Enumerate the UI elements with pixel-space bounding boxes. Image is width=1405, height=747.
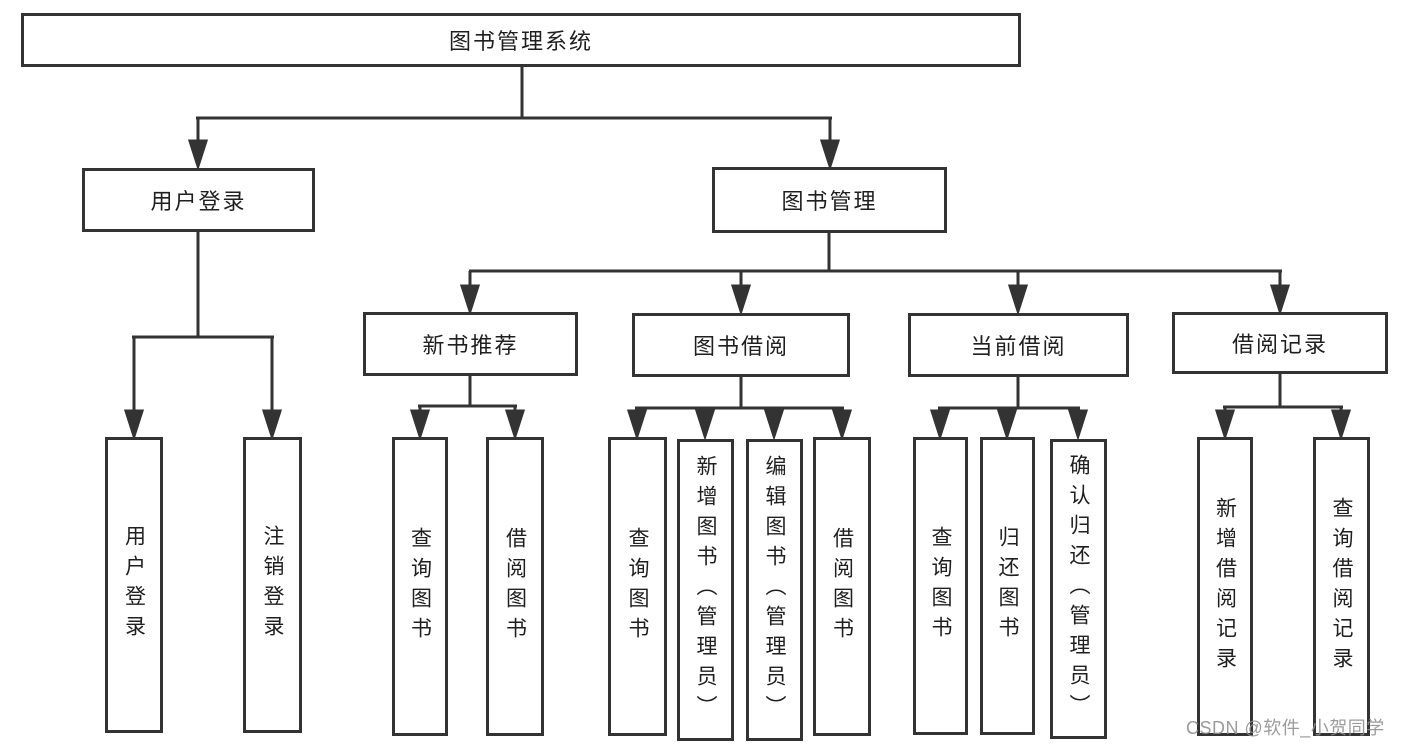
- leaf-add-book-admin: 新增图书（管理员）: [677, 439, 734, 741]
- connector-new-rec-to-leaves: [409, 376, 526, 441]
- node-current-borrow: 当前借阅: [908, 313, 1129, 377]
- connector-borrow-to-leaves: [626, 377, 853, 441]
- node-label: 借阅记录: [1231, 332, 1328, 357]
- arrow-down-icon: [123, 409, 145, 441]
- node-label: 当前借阅: [970, 334, 1067, 359]
- connector-root-to-level2: [187, 67, 841, 171]
- arrow-down-icon: [261, 409, 283, 441]
- leaf-label: 新增图书（管理员）: [694, 455, 717, 725]
- node-label: 用户登录: [150, 189, 247, 214]
- arrow-down-icon: [763, 409, 785, 441]
- leaf-label: 查询图书: [626, 526, 649, 647]
- leaf-label: 注销登录: [261, 525, 284, 645]
- connector-current-to-leaves: [929, 377, 1089, 441]
- leaf-label: 查询图书: [929, 526, 952, 646]
- node-label: 图书管理: [781, 189, 878, 214]
- node-label: 图书管理系统: [448, 29, 593, 54]
- leaf-query-borrow-record: 查询借阅记录: [1313, 437, 1370, 736]
- connector-records-to-leaves: [1214, 374, 1352, 441]
- node-book-borrow: 图书借阅: [632, 313, 850, 377]
- leaf-label: 编辑图书（管理员）: [763, 455, 786, 725]
- connector-user-login-to-leaves: [123, 232, 283, 441]
- leaf-query-books-current: 查询图书: [913, 437, 968, 735]
- leaf-label: 归还图书: [996, 526, 1019, 646]
- leaf-return-books: 归还图书: [980, 437, 1035, 735]
- leaf-edit-book-admin: 编辑图书（管理员）: [746, 439, 803, 741]
- node-label: 新书推荐: [422, 333, 519, 358]
- node-root-system: 图书管理系统: [21, 13, 1021, 67]
- node-label: 图书借阅: [692, 334, 789, 359]
- arrow-down-icon: [409, 409, 431, 441]
- leaf-query-books-borrow: 查询图书: [608, 437, 667, 736]
- arrow-down-icon: [1214, 409, 1236, 441]
- arrow-down-icon: [730, 284, 752, 316]
- arrow-down-icon: [996, 409, 1018, 441]
- leaf-confirm-return-admin: 确认归还（管理员）: [1050, 439, 1107, 739]
- arrow-down-icon: [1007, 284, 1029, 316]
- leaf-label: 确认归还（管理员）: [1067, 454, 1090, 724]
- arrow-down-icon: [504, 409, 526, 441]
- leaf-label: 用户登录: [122, 525, 146, 645]
- csdn-watermark: CSDN @软件_小贺同学: [1186, 718, 1385, 738]
- leaf-user-login: 用户登录: [105, 437, 163, 733]
- leaf-query-books-recommend: 查询图书: [392, 437, 448, 736]
- leaf-label: 借阅图书: [830, 526, 854, 647]
- node-user-login: 用户登录: [82, 168, 315, 232]
- node-book-management: 图书管理: [712, 167, 947, 233]
- leaf-add-borrow-record: 新增借阅记录: [1197, 437, 1253, 736]
- node-borrow-records: 借阅记录: [1172, 312, 1388, 374]
- arrow-down-icon: [819, 139, 841, 171]
- arrow-down-icon: [1269, 284, 1291, 316]
- leaf-borrow-books: 借阅图书: [813, 437, 871, 736]
- arrow-down-icon: [831, 409, 853, 441]
- arrow-down-icon: [626, 409, 648, 441]
- arrow-down-icon: [459, 284, 481, 316]
- leaf-label: 新增借阅记录: [1213, 496, 1237, 677]
- connector-book-mgmt-to-level3: [459, 233, 1291, 316]
- arrow-down-icon: [187, 139, 209, 171]
- leaf-label: 借阅图书: [503, 526, 527, 647]
- leaf-logout: 注销登录: [243, 437, 302, 733]
- arrow-down-icon: [694, 409, 716, 441]
- node-new-book-recommend: 新书推荐: [363, 312, 578, 376]
- arrow-down-icon: [1067, 409, 1089, 441]
- arrow-down-icon: [1330, 409, 1352, 441]
- leaf-label: 查询图书: [408, 526, 432, 647]
- arrow-down-icon: [929, 409, 951, 441]
- leaf-borrow-books-recommend: 借阅图书: [486, 437, 544, 736]
- leaf-label: 查询借阅记录: [1330, 496, 1353, 677]
